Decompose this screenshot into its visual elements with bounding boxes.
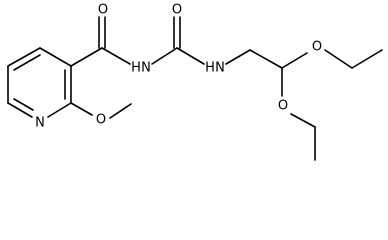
bond xyxy=(70,47,103,67)
bond xyxy=(176,47,205,65)
bond xyxy=(324,49,353,69)
bond xyxy=(13,54,41,71)
bond xyxy=(39,47,72,67)
bond xyxy=(281,52,308,69)
atom-label-n: N xyxy=(215,61,225,76)
atom-labels: O O H N H N N O O O xyxy=(35,3,322,131)
atom-label-h: H xyxy=(205,61,215,76)
bond xyxy=(249,49,283,69)
bond xyxy=(109,103,132,119)
bond xyxy=(7,47,41,67)
bond xyxy=(225,49,251,65)
bond xyxy=(7,102,33,118)
bond xyxy=(290,113,316,128)
atom-label-n: N xyxy=(141,61,151,76)
structure-diagram: O O H N H N N O O O xyxy=(7,3,383,161)
atom-label-n: N xyxy=(35,116,45,131)
bond xyxy=(47,102,72,118)
atom-label-o: O xyxy=(98,3,108,18)
bond xyxy=(351,49,383,69)
bond xyxy=(70,102,93,116)
atom-label-o: O xyxy=(96,113,106,128)
bond xyxy=(101,47,131,65)
atom-label-o: O xyxy=(172,3,182,18)
atom-label-o: O xyxy=(278,99,288,114)
atom-label-h: H xyxy=(131,61,141,76)
bond xyxy=(13,98,34,111)
bond xyxy=(151,47,178,65)
bond-lines xyxy=(7,16,383,161)
atom-label-o: O xyxy=(312,40,322,55)
